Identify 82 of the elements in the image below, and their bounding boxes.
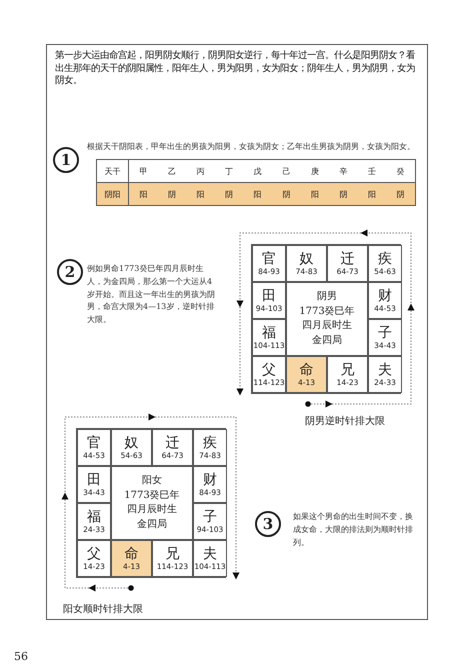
table-cell: 阴 xyxy=(214,182,244,205)
palace-name: 田 xyxy=(262,288,276,304)
palace-name: 迁 xyxy=(166,434,180,452)
step-description: 例如男命1773癸巳年四月辰时生人，为金四局，那么第一个大运从4岁开始。而且这一年出生的男孩为阴男，命宫大限为4—13岁，逆时针排大限。 xyxy=(87,263,215,326)
palace-name: 疾 xyxy=(203,434,217,452)
center-text: 阳女 xyxy=(142,474,162,488)
palace-cell xyxy=(77,540,111,577)
palace-name: 奴 xyxy=(124,434,138,452)
palace-chart xyxy=(251,244,401,394)
palace-name: 命 xyxy=(300,362,314,378)
palace-name: 父 xyxy=(262,362,276,378)
table-cell: 阴阳 xyxy=(97,182,129,205)
center-text: 阴男 xyxy=(317,290,337,304)
palace-cell xyxy=(327,356,368,393)
chart-caption: 阳女顺时针排大限 xyxy=(63,602,143,616)
palace-cell xyxy=(111,429,152,466)
palace-cell xyxy=(368,245,402,282)
page-number: 56 xyxy=(14,650,28,663)
palace-cell xyxy=(77,503,111,540)
palace-cell xyxy=(193,503,227,540)
palace-name: 官 xyxy=(87,434,101,452)
center-text: 金四局 xyxy=(137,518,167,532)
center-text: 金四局 xyxy=(312,334,342,348)
palace-cell xyxy=(368,282,402,319)
step-number: 2 xyxy=(57,259,83,285)
palace-cell xyxy=(368,356,402,393)
palace-cell xyxy=(252,319,286,356)
chart-caption: 阴男逆时针排大限 xyxy=(305,414,385,428)
table-cell: 阴 xyxy=(386,182,415,205)
palace-cell xyxy=(252,282,286,319)
table-cell: 阳 xyxy=(358,182,386,205)
table-cell: 阳 xyxy=(243,182,272,205)
palace-cell xyxy=(152,540,193,577)
palace-chart xyxy=(76,428,226,578)
chart-center-cell xyxy=(111,466,193,540)
center-text: 1773癸巳年 xyxy=(299,304,355,318)
palace-name: 兄 xyxy=(166,546,180,562)
palace-cell xyxy=(193,540,227,577)
palace-name: 福 xyxy=(87,508,101,526)
palace-cell xyxy=(368,319,402,356)
palace-name: 夫 xyxy=(378,362,392,378)
table-cell: 阴 xyxy=(329,182,358,205)
chart-center-cell xyxy=(286,282,368,356)
palace-name: 命 xyxy=(124,546,138,562)
step-number: 3 xyxy=(255,511,281,537)
center-text: 1773癸巳年 xyxy=(124,488,180,502)
center-text: 四月辰时生 xyxy=(302,319,352,333)
palace-name: 夫 xyxy=(203,546,217,562)
palace-cell xyxy=(193,429,227,466)
table-cell: 阳 xyxy=(186,182,215,205)
palace-cell xyxy=(286,245,327,282)
palace-name: 福 xyxy=(262,324,276,342)
step-description: 根据天干阴阳表，甲年出生的男孩为阳男，女孩为阴女；乙年出生男孩为阴男，女孩为阳女。 xyxy=(87,141,416,153)
palace-name: 兄 xyxy=(340,362,354,378)
center-text: 四月辰时生 xyxy=(127,503,177,517)
table-cell: 阴 xyxy=(272,182,301,205)
palace-name: 财 xyxy=(378,288,392,304)
palace-name: 子 xyxy=(378,324,392,342)
palace-name: 官 xyxy=(262,250,276,268)
palace-cell xyxy=(77,429,111,466)
palace-name: 疾 xyxy=(378,250,392,268)
palace-name: 子 xyxy=(203,508,217,526)
palace-cell xyxy=(286,356,327,393)
palace-cell xyxy=(111,540,152,577)
palace-cell xyxy=(252,356,286,393)
table-cell: 阳 xyxy=(300,182,330,205)
palace-cell xyxy=(252,245,286,282)
step-description: 如果这个男命的出生时间不变，换成女命，大限的排法则为顺时针排列。 xyxy=(293,511,414,549)
palace-name: 财 xyxy=(203,472,217,488)
table-cell: 阴 xyxy=(158,182,186,205)
palace-cell xyxy=(193,466,227,503)
palace-cell xyxy=(327,245,368,282)
table-cell: 阳 xyxy=(129,182,158,205)
step-number: 1 xyxy=(53,147,79,173)
palace-name: 迁 xyxy=(340,250,354,268)
palace-name: 田 xyxy=(87,472,101,488)
palace-cell xyxy=(77,466,111,503)
palace-name: 奴 xyxy=(300,250,314,268)
page-frame xyxy=(46,44,428,620)
palace-name: 父 xyxy=(87,546,101,562)
palace-cell xyxy=(152,429,193,466)
intro-paragraph: 第一步大运由命宫起，阳男阴女顺行，阴男阳女逆行，每十年过一宫。什么是阳男阴女？看出生那年的天干的阴阳属性，阳年生人，男为阳男，女为阳女；阴年生人，男为阴男，女为阴女。 xyxy=(55,50,416,88)
